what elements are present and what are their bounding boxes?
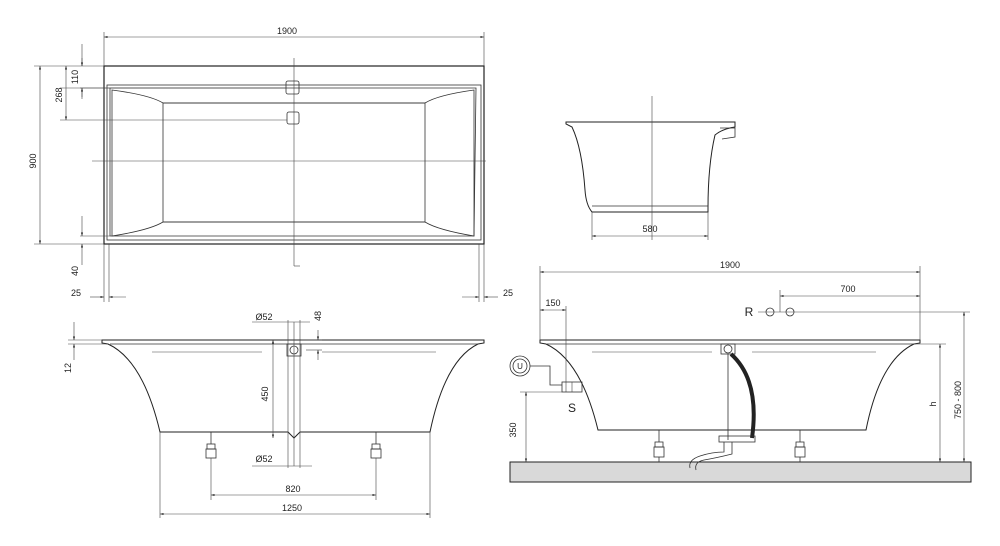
drain-body	[718, 435, 756, 443]
u-fitting-inner-icon	[512, 358, 528, 374]
dim-label-820: 820	[285, 484, 300, 494]
dim-label-12: 12	[63, 363, 73, 373]
floor-slab	[509, 461, 972, 483]
end-view-tub-profile	[565, 121, 736, 213]
installed-overflow-circle	[723, 344, 733, 354]
dim-label-25-left: 25	[71, 288, 81, 298]
overflow-square-icon	[285, 80, 300, 95]
dim-label-48: 48	[313, 311, 323, 321]
dim-label-150: 150	[545, 298, 560, 308]
installed-foot-left-icon	[653, 430, 665, 462]
drain-square-icon	[286, 111, 300, 125]
trap-pipe	[689, 442, 733, 471]
dim-label-700: 700	[840, 284, 855, 294]
dim-label-900: 900	[28, 153, 38, 168]
top-view-basin-outer	[109, 87, 477, 237]
dim-label-1250: 1250	[282, 503, 302, 513]
dim-label-d52-top: Ø52	[255, 312, 272, 322]
front-view-tub-profile	[101, 339, 485, 439]
dim-label-110: 110	[70, 70, 80, 84]
label-u: U	[517, 362, 523, 371]
dim-label-350: 350	[508, 422, 518, 437]
dim-label-450: 450	[260, 386, 270, 401]
end-view: 580	[565, 96, 736, 240]
dim-label-268: 268	[54, 87, 64, 102]
installed-foot-right-icon	[794, 430, 806, 462]
dim-label-25-right: 25	[503, 288, 513, 298]
dim-label-1900: 1900	[277, 26, 297, 36]
installed-view: 1900 700 R 150 U S 350 h 750 - 800	[508, 260, 972, 483]
top-view: 1900 900 268 110 40 25 25	[28, 26, 513, 302]
top-view-basin-slope	[111, 89, 475, 237]
u-connector-line	[530, 365, 562, 386]
label-s: S	[568, 401, 576, 415]
foot-right-icon	[370, 432, 382, 459]
dim-label-1900-installed: 1900	[720, 260, 740, 270]
dim-label-d52-bottom: Ø52	[255, 454, 272, 464]
end-view-overflow	[720, 127, 736, 140]
dim-label-750-800: 750 - 800	[953, 381, 963, 419]
dim-label-580: 580	[642, 224, 657, 234]
overflow-hose	[729, 352, 756, 439]
installed-tub-profile	[539, 339, 921, 431]
label-r: R	[745, 305, 754, 319]
foot-left-icon	[205, 432, 217, 459]
dim-label-40: 40	[70, 266, 80, 276]
front-view: Ø52 48 12 450 Ø52 820 1250	[63, 311, 485, 518]
dim-label-h: h	[928, 401, 938, 406]
